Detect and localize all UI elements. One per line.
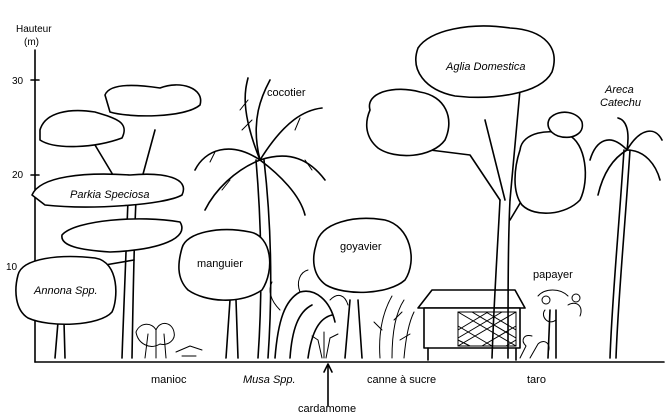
cardamome-label: cardamome <box>298 403 356 415</box>
axis-tick-30: 30 <box>12 76 24 87</box>
cocotier-label: cocotier <box>267 87 306 99</box>
taro-label: taro <box>527 374 546 386</box>
taro-drawing <box>519 335 550 359</box>
manioc-label: manioc <box>151 374 187 386</box>
manguier-tree-drawing <box>178 228 271 359</box>
parkia-tree-drawing <box>31 84 202 359</box>
axis-title-line1: Hauteur <box>16 24 52 35</box>
manioc-drawing <box>135 323 203 359</box>
papayer-label: papayer <box>533 269 573 281</box>
musa-drawing <box>269 269 349 359</box>
axis-title-line2: (m) <box>24 37 39 48</box>
cocotier-palm-drawing <box>194 77 326 359</box>
annona-tree-drawing <box>15 255 117 359</box>
goyavier-tree-drawing <box>312 217 412 359</box>
canne-label: canne à sucre <box>367 374 436 386</box>
cardamome-drawing <box>311 331 339 407</box>
areca-palm-drawing <box>589 117 663 359</box>
goyavier-label: goyavier <box>340 241 382 253</box>
papayer-drawing <box>537 289 582 359</box>
canne-drawing <box>373 295 415 359</box>
axis-tick-10: 10 <box>6 262 18 273</box>
areca-label-line1: Areca <box>604 84 634 96</box>
aglia-tree-drawing <box>365 25 587 359</box>
axis-tick-20: 20 <box>12 170 24 181</box>
manguier-label: manguier <box>197 258 243 270</box>
areca-label-line2: Catechu <box>600 97 641 109</box>
annona-label: Annona Spp. <box>33 285 98 297</box>
musa-label: Musa Spp. <box>243 374 296 386</box>
aglia-label: Aglia Domestica <box>445 61 525 73</box>
hut-drawing <box>417 289 526 361</box>
parkia-label: Parkia Speciosa <box>70 189 150 201</box>
